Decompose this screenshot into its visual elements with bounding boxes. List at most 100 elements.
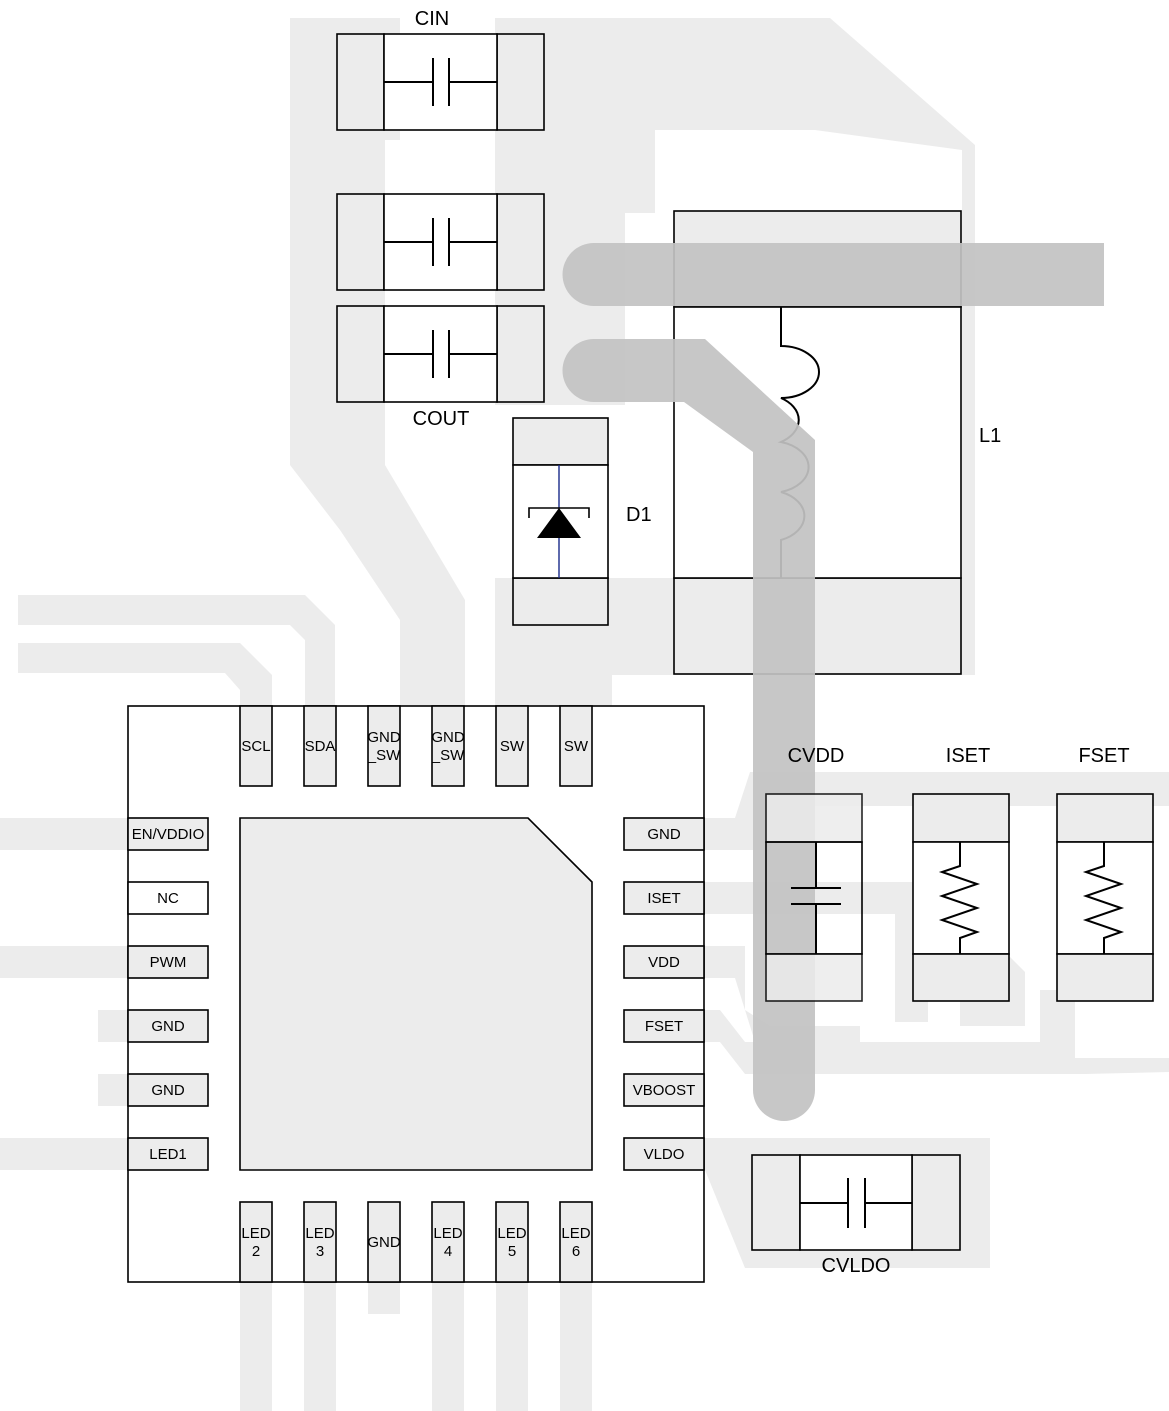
pin-label: NC <box>157 890 179 907</box>
trace-cin-to-inductor <box>495 130 655 213</box>
l1-label: L1 <box>979 425 1001 447</box>
pin-left-5-gnd: GND <box>127 1073 209 1107</box>
pin-label: GND <box>367 729 401 746</box>
trace-led5 <box>496 1282 528 1411</box>
pin-label: LED <box>497 1225 526 1242</box>
component-cout[interactable]: COUT <box>336 193 545 430</box>
pin-label: SW <box>500 738 525 755</box>
component-iset[interactable]: ISET <box>912 745 1010 1002</box>
diode-symbol-icon <box>528 465 590 578</box>
pin-pad <box>623 881 705 915</box>
capacitor-symbol-icon <box>384 218 497 266</box>
d1-pad-top <box>512 417 609 466</box>
pin-label: SW <box>564 738 589 755</box>
pin-pad <box>623 817 705 851</box>
trace-led2 <box>240 1282 272 1411</box>
trace-sw-highlight <box>562 339 815 1121</box>
pin-top-5-sw: SW <box>495 705 529 787</box>
trace-vdd <box>703 946 860 1058</box>
ic-thermal-pad <box>239 817 593 1171</box>
iset-label: ISET <box>946 745 990 767</box>
resistor-symbol-icon <box>1082 842 1125 954</box>
pin-label: GND <box>151 1018 185 1035</box>
trace-led4 <box>432 1282 464 1411</box>
pin-top-3-gnd-sw: GND_SW <box>367 705 401 787</box>
pin-label: EN/VDDIO <box>132 826 205 843</box>
pin-label: FSET <box>645 1018 683 1035</box>
fset-pad-top <box>1056 793 1154 843</box>
component-cvdd[interactable]: CVDD <box>765 745 863 1002</box>
pin-label: 5 <box>508 1243 516 1260</box>
power-traces <box>562 243 1104 1121</box>
pin-pad <box>623 1073 705 1107</box>
pin-left-2-nc: NC <box>127 881 209 915</box>
pin-label: GND <box>647 826 681 843</box>
pin-label: LED <box>241 1225 270 1242</box>
pin-label: VLDO <box>644 1146 685 1163</box>
pin-right-6-vldo: VLDO <box>623 1137 705 1171</box>
pin-pad <box>303 705 337 787</box>
cvldo-label: CVLDO <box>822 1255 891 1277</box>
component-fset[interactable]: FSET <box>1056 745 1154 1002</box>
pin-top-2-sda: SDA <box>303 705 337 787</box>
cout2-pad-right <box>496 305 545 403</box>
l1-pad-bottom <box>673 577 962 675</box>
iset-pad-top <box>912 793 1010 843</box>
pin-label: LED <box>305 1225 334 1242</box>
capacitor-symbol-icon <box>384 330 497 378</box>
pin-label: 3 <box>316 1243 324 1260</box>
pin-pad <box>127 1073 209 1107</box>
pin-pad <box>367 1201 401 1283</box>
pin-label: ISET <box>647 890 680 907</box>
pin-left-4-gnd: GND <box>127 1009 209 1043</box>
component-cvldo[interactable]: CVLDO <box>751 1154 961 1277</box>
pin-label: LED1 <box>149 1146 187 1163</box>
pin-label: LED <box>561 1225 590 1242</box>
trace-scl <box>18 595 335 708</box>
trace-gnd-left-1 <box>98 1010 130 1042</box>
trace-fset <box>703 990 1169 1074</box>
d1-label: D1 <box>626 504 652 526</box>
pin-pad <box>127 817 209 851</box>
cout1-pad-right <box>496 193 545 291</box>
cvdd-pad-top <box>765 793 863 843</box>
pin-pad <box>127 1137 209 1171</box>
pin-top-1-scl: SCL <box>239 705 273 787</box>
pin-pad <box>239 705 273 787</box>
pin-right-3-vdd: VDD <box>623 945 705 979</box>
iset-pad-bottom <box>912 953 1010 1002</box>
pin-pad <box>431 705 465 787</box>
cout2-pad-left <box>336 305 385 403</box>
cin-pad-right <box>496 33 545 131</box>
pin-label: 6 <box>572 1243 580 1260</box>
trace-pwm <box>0 946 130 978</box>
trace-led6 <box>560 1282 592 1411</box>
trace-vdd-gnd-right <box>703 772 1169 850</box>
pin-pad <box>127 881 209 915</box>
pin-bottom-3-gnd: GND <box>367 1201 401 1283</box>
component-d1[interactable]: D1 <box>512 417 652 626</box>
pin-pad <box>303 1201 337 1283</box>
component-cin[interactable]: CIN <box>336 8 545 131</box>
pin-pad <box>559 1201 593 1283</box>
cout-label: COUT <box>413 408 470 430</box>
cout1-pad-left <box>336 193 385 291</box>
d1-pad-bottom <box>512 577 609 626</box>
pin-pad <box>239 1201 273 1283</box>
pin-label: LED <box>433 1225 462 1242</box>
pin-right-4-fset: FSET <box>623 1009 705 1043</box>
pin-top-6-sw: SW <box>559 705 593 787</box>
pin-label: _SW <box>431 747 465 764</box>
pin-pad <box>623 945 705 979</box>
cvdd-label: CVDD <box>788 745 845 767</box>
